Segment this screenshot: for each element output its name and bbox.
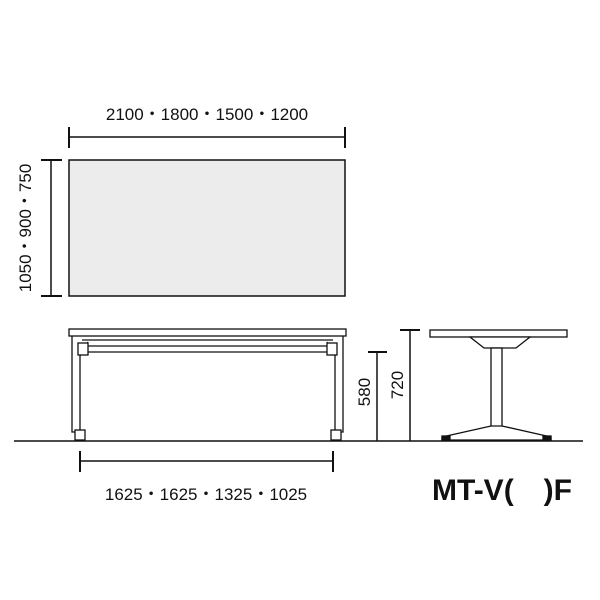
height-dimension-label: 720 — [388, 371, 407, 399]
leg-span-dimension-label: 1625・1625・1325・1025 — [105, 485, 307, 504]
under-height-dimension-label: 580 — [355, 378, 374, 406]
leg-span-dimension: 1625・1625・1325・1025 — [79, 451, 334, 504]
side-foot-left — [441, 435, 451, 441]
width-dimension-label: 2100・1800・1500・1200 — [106, 105, 308, 124]
side-view — [429, 329, 568, 441]
model-name: MT-V( )F — [432, 474, 572, 507]
front-view — [68, 328, 347, 441]
left-leg-foot — [74, 429, 86, 441]
side-top-bracket — [468, 336, 532, 349]
side-foot-right — [542, 435, 552, 441]
tabletop-top-view — [68, 159, 346, 297]
right-leg-foot — [330, 429, 342, 441]
depth-dimension-label: 1050・900・750 — [16, 164, 35, 293]
tabletop-side — [429, 329, 568, 338]
side-column — [490, 347, 503, 429]
top-view: 2100・1800・1500・1200 1050・900・750 — [16, 105, 346, 297]
right-leg-bracket — [326, 342, 338, 356]
tabletop-front — [68, 328, 347, 337]
height-dimensions: 580 720 — [355, 329, 420, 441]
left-leg-bracket — [77, 342, 89, 356]
side-base — [441, 425, 552, 441]
